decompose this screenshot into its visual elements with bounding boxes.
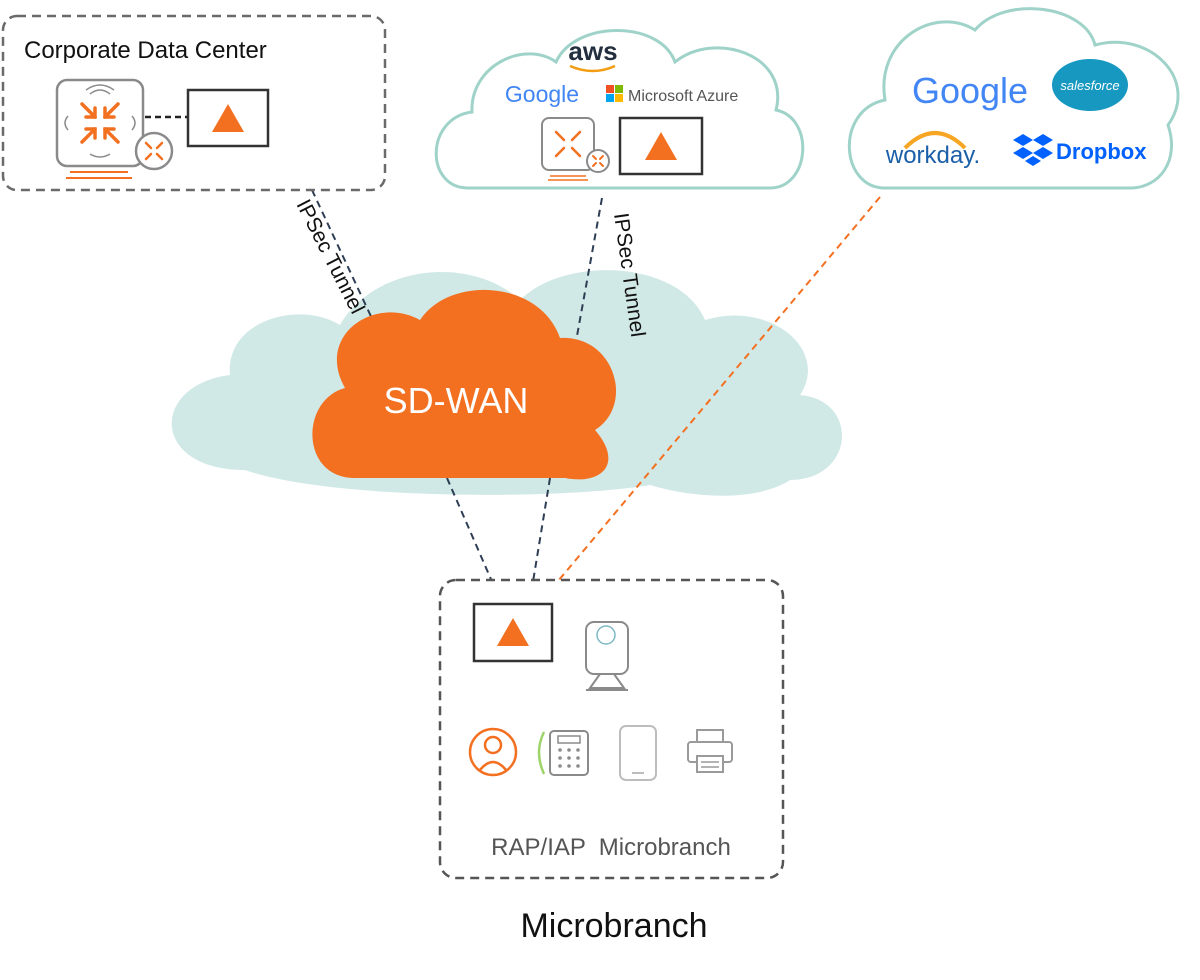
salesforce-logo-icon: salesforce [1052,59,1128,111]
azure-logo: Microsoft Azure [628,88,738,105]
sdwan-cloud: SD-WAN [312,289,617,480]
user-icon [468,727,518,777]
orange-triangle-appliance-icon [186,88,270,148]
public-cloud: aws Google Microsoft Azure [434,29,805,190]
orange-triangle-appliance-icon [472,602,554,663]
microbranch: RAP/IAP Microbranch [438,578,785,880]
google-logo-saas: Google [912,70,1028,111]
google-logo-public: Google [505,81,579,107]
microsoft-logo-icon [606,85,623,102]
corporate-title: Corporate Data Center [24,37,267,64]
orange-triangle-appliance-icon [618,116,704,176]
workday-logo: workday. [885,142,980,169]
dropbox-logo-icon [1013,134,1053,166]
tunnel-line-left [311,189,383,341]
aws-logo: aws [568,36,617,66]
link-line-sdwan-right [529,477,551,601]
microbranch-box-label: RAP/IAP Microbranch [491,834,731,861]
aws-smile-icon [569,64,616,73]
gateway-icon [55,78,145,179]
salesforce-logo: salesforce [1060,78,1119,93]
tunnel-line-right [572,197,603,359]
dropbox-logo: Dropbox [1056,139,1147,164]
saas-cloud: Google salesforce workday. Dropbox [847,7,1180,190]
internet-breakout-line [537,196,881,606]
workday-arc-icon [903,131,967,150]
printer-icon [687,729,733,773]
phone-icon [537,730,589,776]
sdwan-label: SD-WAN [384,380,529,421]
mobile-icon [619,725,657,781]
router-icon [586,149,610,173]
router-icon [134,131,174,171]
tunnel-label-left: IPSec Tunnel [292,196,369,318]
corporate-data-center: Corporate Data Center [1,14,387,192]
gateway-icon [541,117,595,181]
microbranch-caption: Microbranch [520,907,707,945]
access-point-icon [585,621,629,691]
